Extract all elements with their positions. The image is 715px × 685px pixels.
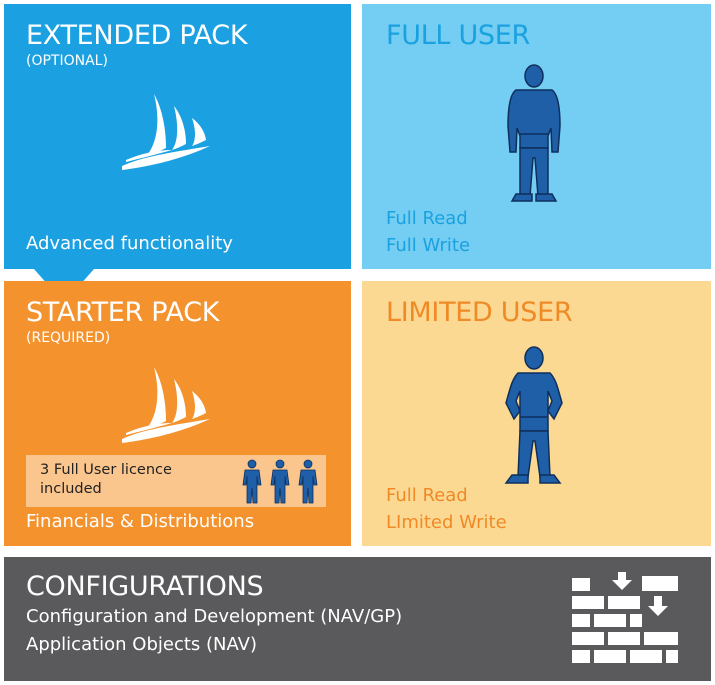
extended-pack-tile: EXTENDED PACK (OPTIONAL) Advanced functi… xyxy=(4,4,351,269)
licence-box: 3 Full User licence included xyxy=(26,455,326,507)
limited-user-tile: LIMITED USER Full Read LImited Write xyxy=(362,281,711,546)
limited-user-title: LIMITED USER xyxy=(386,297,573,328)
licence-text: 3 Full User licence included xyxy=(40,462,172,497)
person-hands-on-hips-icon xyxy=(504,346,563,484)
extended-pack-subtitle: (OPTIONAL) xyxy=(26,53,108,69)
full-user-tile: FULL USER Full Read Full Write xyxy=(362,4,711,269)
configurations-line-1: Configuration and Development (NAV/GP) xyxy=(26,606,403,627)
full-user-write: Full Write xyxy=(386,235,471,256)
configurations-tile: CONFIGURATIONS Configuration and Develop… xyxy=(4,557,711,681)
configurations-line-2: Application Objects (NAV) xyxy=(26,634,258,655)
person-standing-icon xyxy=(507,64,561,202)
dynamics-sail-logo-icon xyxy=(122,94,210,170)
starter-pack-subtitle: (REQUIRED) xyxy=(26,330,111,346)
starter-pack-description: Financials & Distributions xyxy=(26,511,255,532)
extended-pack-title: EXTENDED PACK xyxy=(26,20,248,51)
dynamics-sail-logo-icon xyxy=(122,367,210,443)
extended-pack-description: Advanced functionality xyxy=(26,233,233,254)
starter-pack-tile: STARTER PACK (REQUIRED) 3 Full User lice… xyxy=(4,281,351,546)
configurations-title: CONFIGURATIONS xyxy=(26,571,264,602)
limited-user-read: Full Read xyxy=(386,485,468,506)
limited-user-write: LImited Write xyxy=(386,512,507,533)
three-users-icon xyxy=(242,459,318,504)
full-user-title: FULL USER xyxy=(386,20,530,51)
brick-wall-icon xyxy=(572,572,678,663)
full-user-read: Full Read xyxy=(386,208,468,229)
starter-pack-title: STARTER PACK xyxy=(26,297,220,328)
